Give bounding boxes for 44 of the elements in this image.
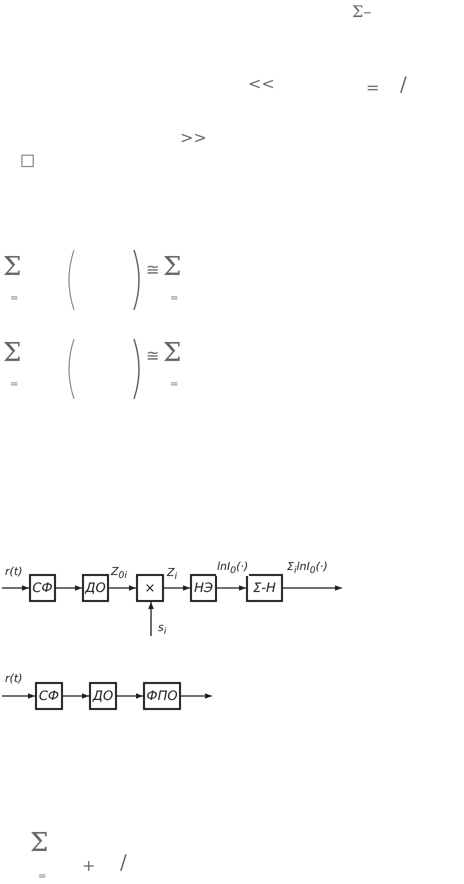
signal-label: lnI$_{0}$(·): [216, 561, 250, 576]
block-box: СФ: [29, 574, 56, 602]
math-symbol: Σ: [163, 254, 182, 280]
block-box: ×: [136, 574, 164, 602]
signal-label: r(t): [4, 673, 24, 686]
arrow: [283, 585, 342, 591]
arrow: [2, 693, 35, 699]
math-symbol: Σ: [3, 254, 22, 280]
arrow: [2, 585, 29, 591]
arrow: [217, 585, 246, 591]
signal-label: Z$_{0i}$: [110, 566, 128, 582]
math-symbol: =: [170, 294, 178, 304]
block-box: СФ: [35, 682, 63, 710]
block-box: НЭ: [190, 574, 217, 602]
math-symbol: □: [20, 152, 36, 168]
math-symbol: Σ–: [352, 4, 372, 20]
math-symbol: =: [170, 380, 178, 390]
math-symbol: >>: [180, 130, 207, 146]
math-symbol: /: [120, 852, 127, 872]
arrow: [164, 585, 190, 591]
arrow: [109, 585, 136, 591]
arrow: [117, 693, 143, 699]
math-symbol: ≅: [146, 348, 159, 364]
block-box: ФПО: [143, 682, 181, 710]
block-box: ДО: [89, 682, 117, 710]
signal-label: Σ$_{i}$lnI$_{0}$(·): [286, 561, 329, 576]
math-symbol: =: [10, 294, 18, 304]
math-symbol: Σ: [163, 340, 182, 366]
math-symbol: +: [82, 858, 96, 874]
arrow: [56, 585, 82, 591]
arrow: [63, 693, 89, 699]
math-symbol: /: [400, 74, 407, 94]
signal-label: r(t): [4, 566, 24, 578]
arrow: [181, 693, 212, 699]
arrow: [148, 602, 154, 636]
block-box: ДО: [82, 574, 109, 602]
math-symbol: =: [38, 872, 46, 882]
block-box: Σ-Н: [246, 574, 283, 602]
math-symbol: ≅: [146, 262, 159, 278]
math-symbol: =: [10, 380, 18, 390]
math-symbol: Σ: [30, 830, 48, 856]
math-symbol: Σ: [3, 340, 22, 366]
math-symbol: =: [366, 80, 380, 96]
math-symbol: <<: [248, 76, 275, 92]
